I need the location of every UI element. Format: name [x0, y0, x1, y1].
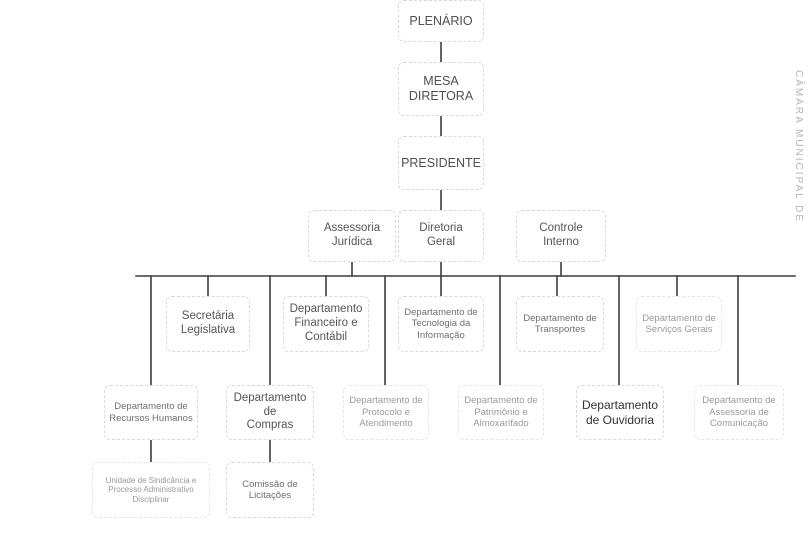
node-protocolo-label: Departamento de Protocolo e Atendimento — [349, 395, 423, 430]
node-servicos-label: Departamento de Serviços Gerais — [642, 312, 716, 335]
node-comissao-licitacoes: Comissão de Licitações — [226, 462, 314, 518]
node-licitacoes-label: Comissão de Licitações — [242, 478, 298, 501]
node-secretaria-label: Secretária Legislativa — [180, 310, 236, 336]
node-assessoria-juridica: Assessoria Jurídica — [308, 210, 396, 262]
node-mesa-diretora: MESA DIRETORA — [398, 62, 484, 116]
side-watermark-text: CÂMARA MUNICIPAL DE — [790, 70, 806, 340]
node-controle-interno: Controle Interno — [516, 210, 606, 262]
node-comunicacao-label: Departamento de Assessoria de Comunicaçã… — [702, 395, 776, 430]
node-departamento-comunicacao: Departamento de Assessoria de Comunicaçã… — [694, 385, 784, 440]
node-financeiro-label: Departamento Financeiro e Contábil — [289, 303, 363, 343]
node-departamento-tecnologia: Departamento de Tecnologia da Informação — [398, 296, 484, 352]
node-sindicancia-label: Unidade de Sindicância e Processo Admini… — [105, 475, 197, 504]
node-departamento-patrimonio: Departamento de Patrimônio e Almoxarifad… — [458, 385, 544, 440]
node-compras-label: Departamento de Compras — [233, 391, 307, 432]
node-presidente-label: PRESIDENTE — [401, 155, 481, 170]
node-plenario-label: PLENÁRIO — [409, 13, 473, 28]
node-departamento-ouvidoria: Departamento de Ouvidoria — [576, 385, 664, 440]
node-unidade-sindicancia: Unidade de Sindicância e Processo Admini… — [92, 462, 210, 518]
node-diretoria-geral: Diretoria Geral — [398, 210, 484, 262]
node-departamento-compras: Departamento de Compras — [226, 385, 314, 440]
side-watermark-label: CÂMARA MUNICIPAL DE — [793, 70, 804, 224]
node-mesa-label: MESA DIRETORA — [408, 74, 474, 103]
node-presidente: PRESIDENTE — [398, 136, 484, 190]
node-assessoria-label: Assessoria Jurídica — [323, 222, 381, 248]
node-departamento-transportes: Departamento de Transportes — [516, 296, 604, 352]
node-departamento-financeiro: Departamento Financeiro e Contábil — [283, 296, 369, 352]
node-secretaria-legislativa: Secretária Legislativa — [166, 296, 250, 352]
node-departamento-servicos-gerais: Departamento de Serviços Gerais — [636, 296, 722, 352]
node-plenario: PLENÁRIO — [398, 0, 484, 42]
node-tecnologia-label: Departamento de Tecnologia da Informação — [404, 306, 478, 341]
node-controle-label: Controle Interno — [539, 222, 583, 248]
node-ouvidoria-label: Departamento de Ouvidoria — [581, 398, 659, 427]
node-departamento-protocolo: Departamento de Protocolo e Atendimento — [343, 385, 429, 440]
node-patrimonio-label: Departamento de Patrimônio e Almoxarifad… — [464, 395, 538, 430]
node-rh-label: Departamento de Recursos Humanos — [109, 401, 193, 424]
node-departamento-recursos-humanos: Departamento de Recursos Humanos — [104, 385, 198, 440]
node-transportes-label: Departamento de Transportes — [523, 312, 597, 335]
node-diretoria-label: Diretoria Geral — [419, 222, 463, 248]
